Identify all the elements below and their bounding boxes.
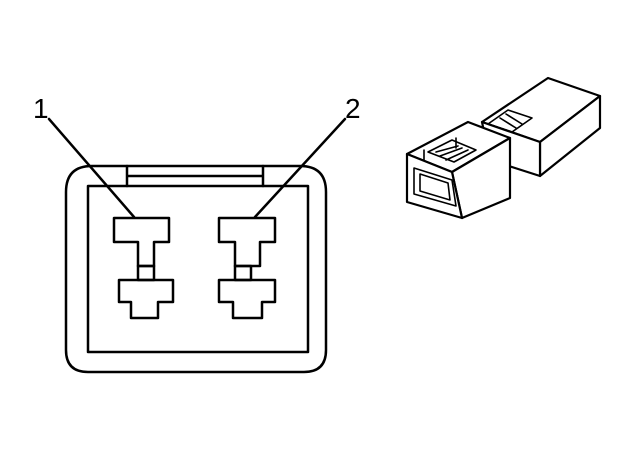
- connector-cavity: [86, 184, 310, 354]
- connector-latch-slot: [487, 109, 533, 133]
- connector-isometric-view: [405, 76, 602, 220]
- callout-label-1: 1: [33, 93, 49, 124]
- callout-label-2: 2: [345, 93, 361, 124]
- leader-line-2: [253, 117, 347, 219]
- connector-face-view: 1 2: [33, 93, 361, 374]
- terminal-2: [217, 216, 277, 320]
- connector-opening-inner: [419, 173, 451, 201]
- leader-line-1: [47, 117, 136, 219]
- connector-front-ridge: [423, 137, 457, 161]
- terminal-1: [112, 216, 175, 320]
- connector-front-latch: [427, 139, 477, 163]
- connector-housing-outer: [64, 164, 328, 374]
- connector-opening: [413, 167, 457, 207]
- locking-tab: [125, 164, 265, 188]
